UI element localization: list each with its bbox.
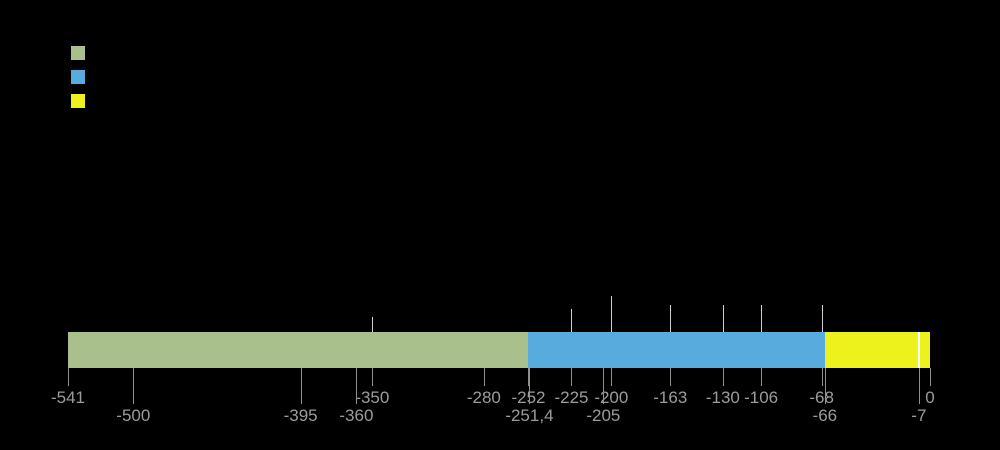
tick-label: -252	[511, 388, 545, 408]
axis-tick	[821, 368, 823, 386]
event-marker-line	[571, 309, 573, 332]
axis-tick	[611, 368, 613, 386]
event-marker-line	[722, 305, 724, 332]
tick-label: -251,4	[505, 406, 554, 425]
tick-label: -360	[339, 406, 374, 425]
legend	[71, 46, 85, 118]
bar-segment-1	[68, 332, 529, 368]
axis-tick	[761, 368, 763, 386]
legend-swatch-era-1	[71, 46, 85, 60]
axis-tick	[670, 368, 672, 386]
event-marker-line	[611, 296, 613, 332]
tick-label: -280	[466, 388, 501, 407]
tick-label: -130	[705, 388, 740, 407]
bar-segment-2	[528, 332, 825, 368]
axis-tick	[356, 368, 358, 404]
tick-label: -7	[911, 406, 927, 425]
legend-swatch-era-2	[71, 70, 85, 84]
tick-label: -225	[554, 388, 589, 407]
axis-tick	[372, 368, 374, 386]
axis-tick	[722, 368, 724, 386]
tick-label: -66	[812, 406, 838, 425]
tick-label: -350	[355, 388, 390, 407]
legend-item	[71, 46, 85, 60]
tick-label: -205	[586, 406, 621, 425]
event-marker-line	[821, 305, 823, 332]
tick-label: 0	[925, 388, 935, 407]
event-marker-line	[761, 305, 763, 332]
tick-label: -106	[744, 388, 779, 407]
legend-swatch-era-3	[71, 94, 85, 108]
axis-tick	[918, 368, 920, 404]
tick-label: -68	[809, 388, 834, 407]
tick-label: -163	[653, 388, 688, 407]
axis-tick	[483, 368, 485, 386]
axis-tick	[68, 368, 69, 386]
axis-tick	[930, 368, 931, 386]
axis-tick	[603, 368, 605, 404]
bar-inner-marker	[917, 332, 920, 368]
tick-label: -200	[594, 388, 629, 407]
tick-label: -395	[283, 406, 318, 425]
bar-segment-3	[824, 332, 930, 368]
axis-tick	[571, 368, 573, 386]
axis-tick	[528, 368, 530, 386]
tick-label: -541	[50, 388, 86, 407]
axis-tick	[133, 368, 135, 404]
axis-tick	[300, 368, 302, 404]
event-marker-line	[372, 317, 374, 332]
legend-item	[71, 70, 85, 84]
axis-tick	[529, 368, 531, 404]
legend-item	[71, 94, 85, 108]
event-marker-line	[670, 305, 672, 332]
tick-label: -500	[116, 406, 151, 425]
axis-tick	[824, 368, 826, 404]
